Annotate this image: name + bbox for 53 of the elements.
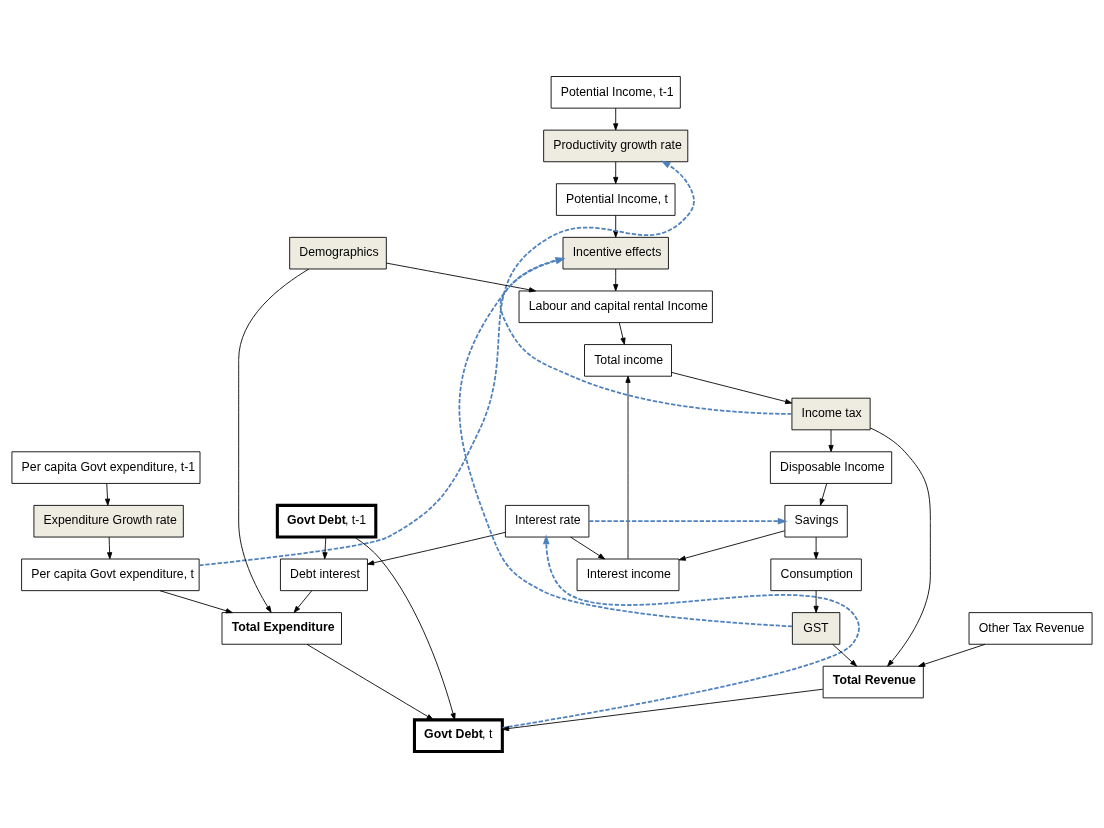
- arrow: [502, 688, 824, 732]
- arrow: [367, 531, 506, 566]
- arrow: [813, 590, 819, 613]
- node-box: Demographics: [289, 236, 387, 270]
- arrow: [198, 160, 695, 567]
- arrow: [678, 530, 786, 561]
- node-box: Per capita Govt expenditure, t: [21, 558, 200, 592]
- arrow: [322, 536, 328, 560]
- arrow: [293, 590, 313, 613]
- node-box: Expenditure Growth rate: [33, 504, 184, 538]
- arrow: [385, 262, 536, 293]
- node-box: Income tax: [791, 397, 871, 431]
- node-box: Other Tax Revenue: [968, 612, 1093, 645]
- arrow: [625, 375, 631, 560]
- arrow: [671, 371, 793, 405]
- node-box: Labour and capital rental Income: [518, 290, 713, 324]
- arrow: [618, 322, 626, 345]
- node-box: Disposable Income: [769, 451, 893, 484]
- arrow: [107, 536, 113, 560]
- arrow: [613, 215, 619, 238]
- node-box: Govt Debt, t-1: [275, 503, 378, 539]
- node-box: Per capita Govt expenditure, t-1: [11, 451, 201, 484]
- arrow: [501, 534, 860, 729]
- arrow: [869, 427, 931, 667]
- arrow: [588, 517, 788, 525]
- node-box: Productivity growth rate: [543, 129, 689, 163]
- arrow: [613, 268, 619, 292]
- arrow: [813, 536, 819, 560]
- node-box: Total Revenue: [822, 665, 924, 699]
- arrow: [613, 107, 619, 131]
- arrow: [104, 483, 111, 506]
- arrow: [918, 643, 986, 667]
- arrow: [832, 643, 857, 667]
- node-box: Potential Income, t-1: [550, 76, 681, 109]
- node-box: Consumption: [770, 558, 862, 592]
- node-box: Interest income: [576, 558, 680, 592]
- node-box: Debt interest: [280, 558, 368, 592]
- node-box: Savings: [784, 504, 848, 538]
- node-box: Incentive effects: [562, 236, 669, 270]
- arrow: [159, 590, 233, 614]
- arrow: [819, 483, 828, 506]
- node-box: Govt Debt, t: [412, 718, 504, 753]
- arrow: [613, 161, 619, 184]
- node-box: Total Expenditure: [221, 612, 342, 645]
- node-box: Potential Income, t: [555, 183, 676, 216]
- arrow: [306, 644, 434, 721]
- node-box: Interest rate: [505, 504, 590, 538]
- node-box: Total income: [584, 344, 672, 377]
- arrow: [828, 429, 834, 453]
- arrow: [354, 536, 456, 721]
- arrow: [238, 268, 310, 613]
- node-box: GST: [791, 612, 841, 645]
- arrow: [570, 536, 606, 560]
